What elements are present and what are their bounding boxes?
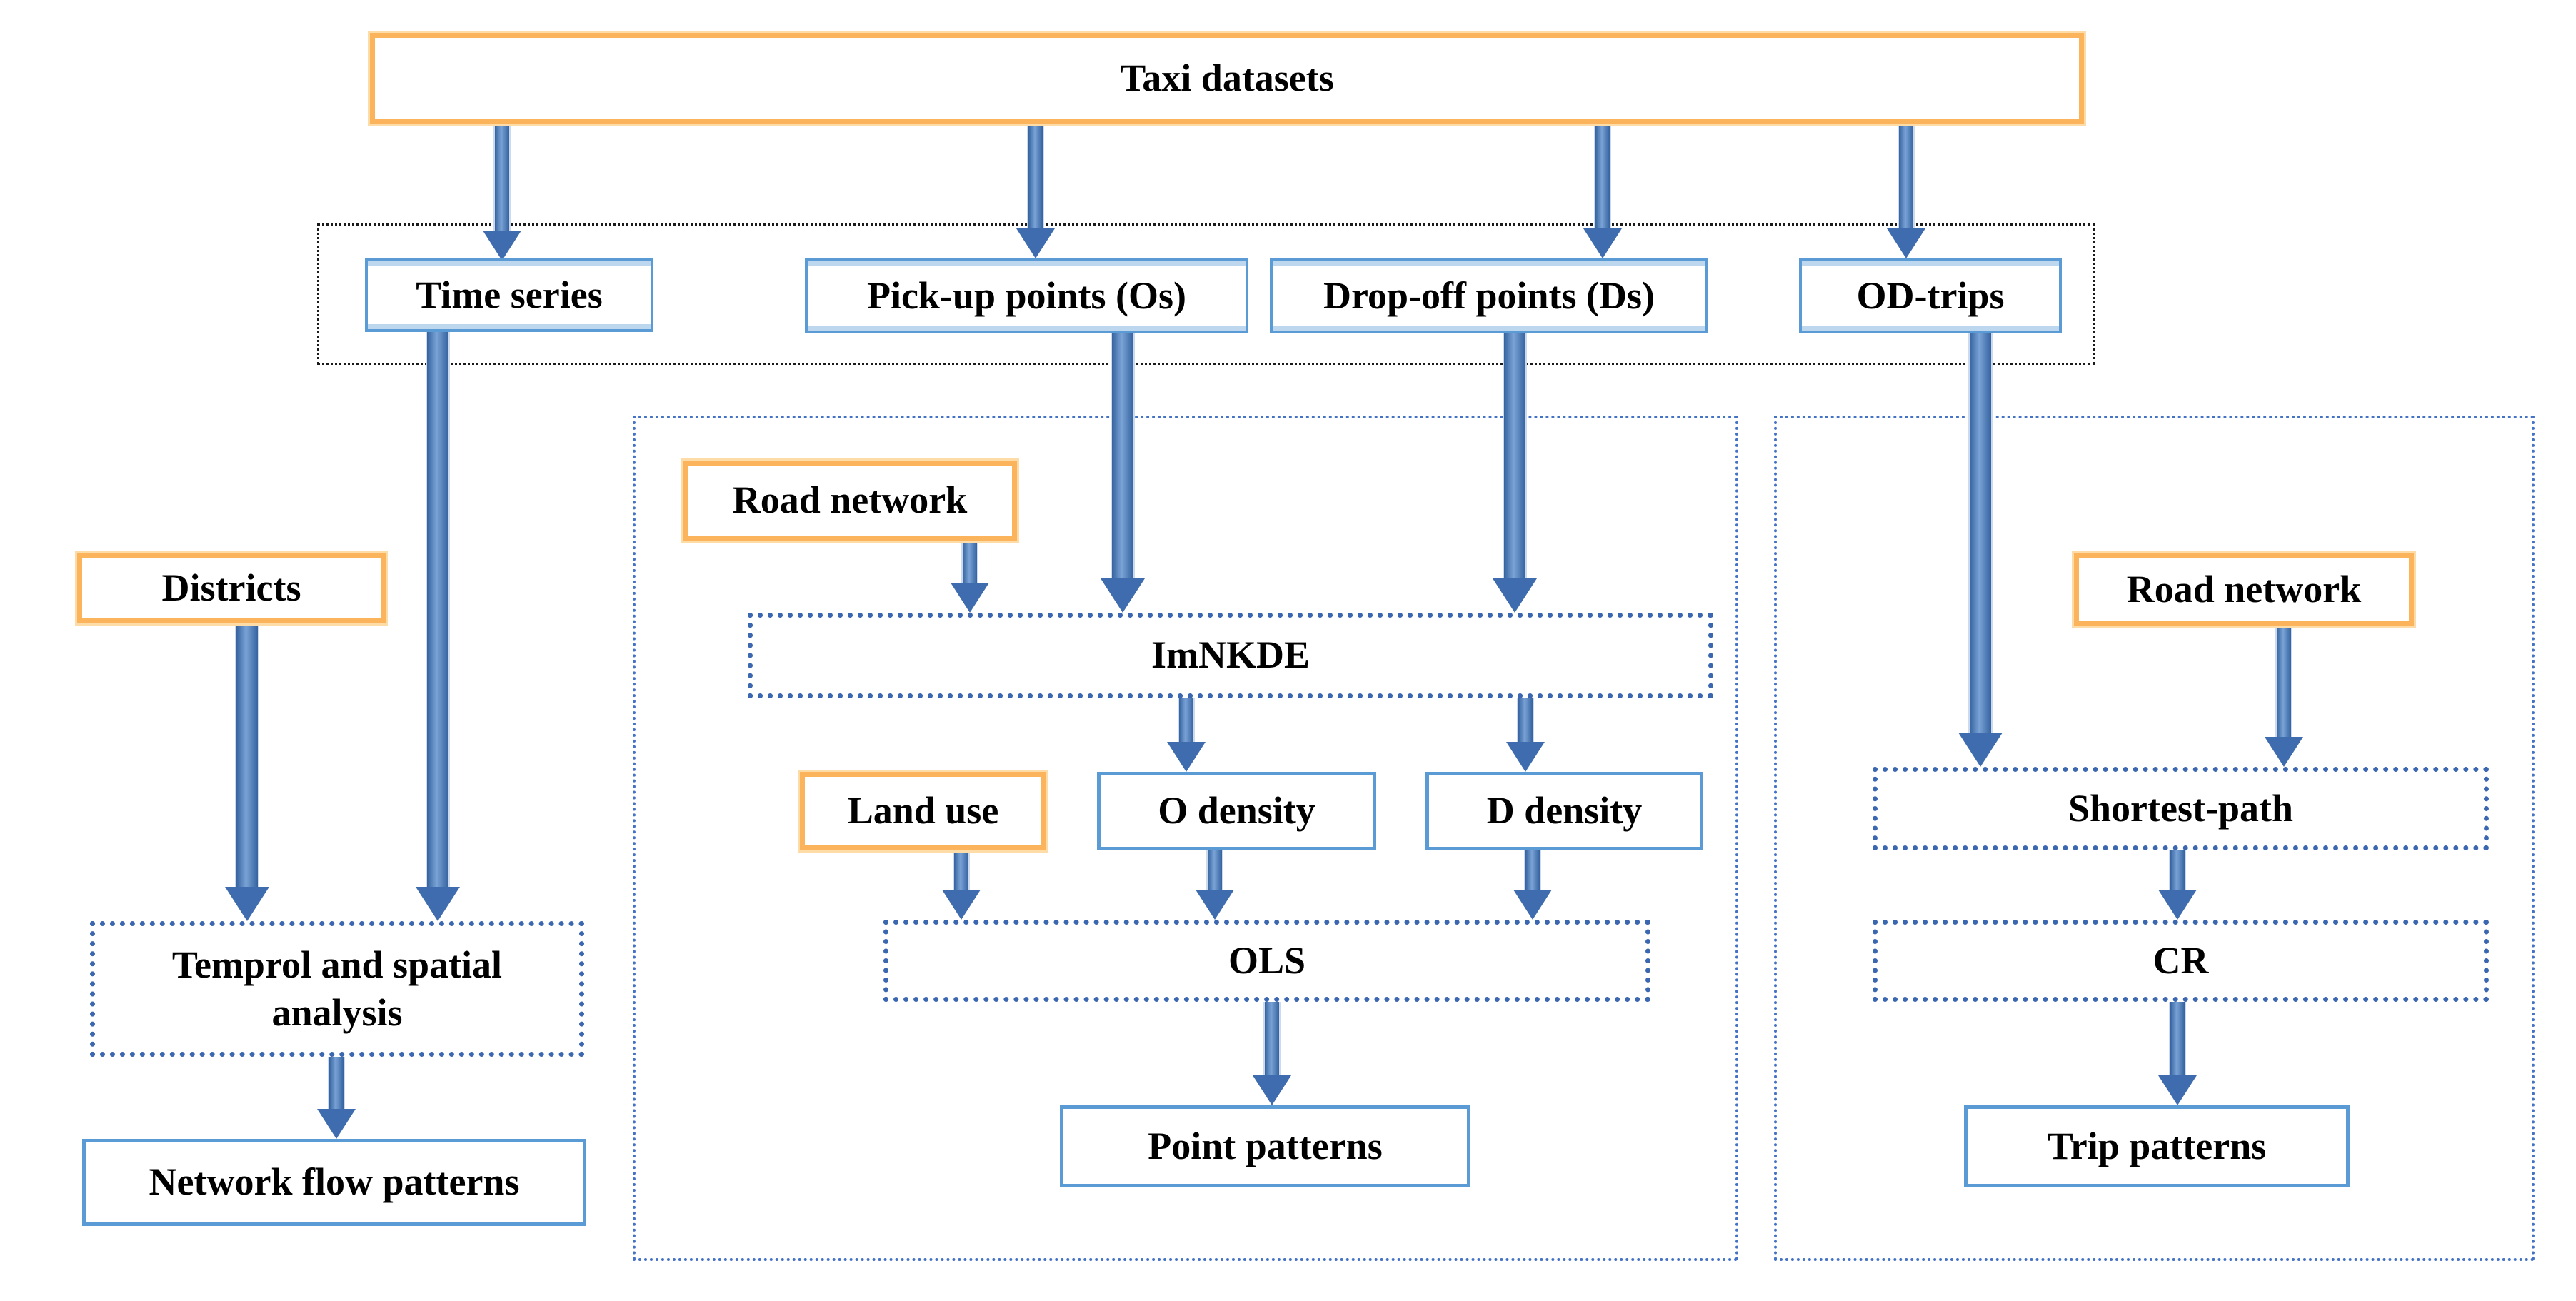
node-shortest-path: Shortest-path [1873,767,2489,850]
node-ols: OLS [883,920,1650,1002]
node-label: Point patterns [1148,1124,1383,1167]
node-time-series: Time series [365,258,653,332]
node-taxi-datasets: Taxi datasets [370,33,2084,124]
node-label: O density [1158,789,1315,833]
arrow-taxi-to-dropoff-points [1583,124,1622,258]
arrow-cr-to-trip-patterns [2158,1002,2197,1105]
arrow-pickup-to-imnkde [1101,333,1145,613]
node-label: Road network [732,478,968,522]
node-label: Road network [2126,567,2362,611]
node-label: Districts [161,566,301,610]
arrow-o-density-to-ols [1196,850,1234,920]
arrow-districts-to-temprol [225,623,269,921]
node-road-network-mid: Road network [683,461,1017,541]
node-imnkde: ImNKDE [748,613,1713,698]
arrow-taxi-to-time-series [483,124,521,261]
node-o-density: O density [1097,772,1376,850]
node-label: Land use [847,789,999,833]
node-label: Time series [416,273,603,316]
arrow-road-network-right-to-shortest-path [2265,626,2303,767]
arrow-dropoff-to-imnkde [1493,333,1537,613]
node-label: CR [2152,938,2209,982]
group-taxi-derivatives-frame [317,223,2095,365]
node-label: Pick-up points (Os) [866,273,1187,317]
node-land-use: Land use [800,772,1046,850]
arrow-time-series-to-temprol [416,330,460,921]
arrow-road-network-mid-to-imnkde [951,541,989,613]
group-point-analysis-frame [633,416,1738,1261]
node-label: Temprol and spatial analysis [171,943,503,1035]
arrow-taxi-to-pickup-points [1016,124,1055,258]
arrow-shortest-path-to-cr [2158,850,2197,920]
node-districts: Districts [77,553,386,623]
node-label: Shortest-path [2068,786,2293,830]
node-label: Drop-off points (Ds) [1323,273,1655,317]
node-label: Network flow patterns [149,1160,520,1204]
node-od-trips: OD-trips [1799,258,2062,333]
node-trip-patterns: Trip patterns [1964,1105,2350,1187]
node-temprol-spatial-analysis: Temprol and spatial analysis [90,921,584,1057]
node-label: ImNKDE [1151,633,1310,677]
node-label: OLS [1228,938,1306,982]
node-d-density: D density [1425,772,1703,850]
node-label: Taxi datasets [1120,56,1334,99]
node-point-patterns: Point patterns [1060,1105,1470,1187]
arrow-taxi-to-od-trips [1887,124,1925,258]
node-label: Trip patterns [2047,1124,2267,1167]
node-label: OD-trips [1856,273,2005,317]
arrow-d-density-to-ols [1513,850,1552,920]
arrow-od-trips-to-shortest-path [1958,333,2003,767]
node-pickup-points: Pick-up points (Os) [805,258,1248,333]
arrow-imnkde-to-d-density [1506,698,1545,772]
arrow-temprol-to-network-flow [317,1057,356,1139]
node-cr: CR [1873,920,2489,1002]
arrow-ols-to-point-patterns [1253,1002,1291,1105]
node-label: D density [1486,789,1643,833]
node-network-flow-patterns: Network flow patterns [82,1139,586,1226]
arrow-imnkde-to-o-density [1167,698,1206,772]
arrow-land-use-to-ols [942,850,981,920]
node-road-network-right: Road network [2074,553,2414,626]
group-trip-analysis-frame [1774,416,2535,1261]
node-dropoff-points: Drop-off points (Ds) [1270,258,1708,333]
